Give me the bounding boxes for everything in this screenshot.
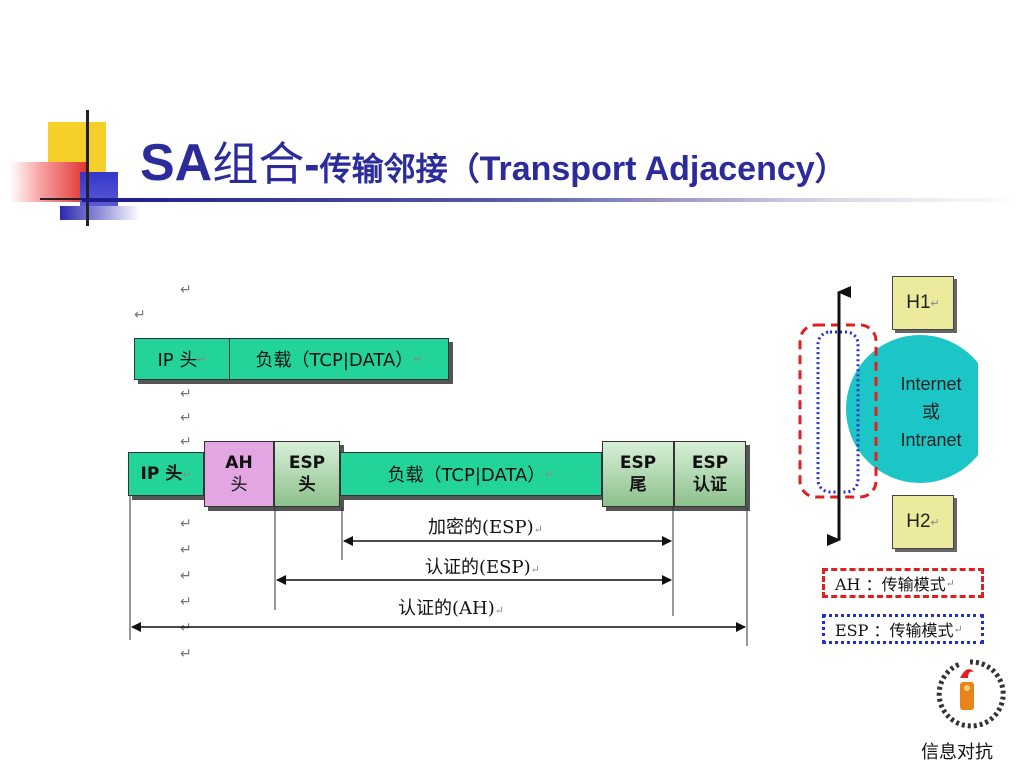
return-mark: ↵ [494,604,504,617]
range-auth-ah-label: 认证的(AH)↵ [398,598,504,619]
ah-header-line2: 头 [230,475,248,495]
return-mark: ↵ [180,542,192,558]
logo-emblem [936,659,1006,729]
logo-label: 信息对抗 [921,742,993,763]
ah-header-line1: AH [225,453,253,473]
title-english: Transport Adjacency [479,150,815,188]
title-combo: 组合 [212,137,305,191]
globe [846,335,978,483]
return-mark: ↵ [530,563,540,576]
return-mark: ↵ [953,622,963,636]
original-payload: 负载（TCP|DATA）↵ [229,338,449,380]
return-mark: ↵ [180,434,192,450]
blue-gradient-bar [60,206,140,220]
esp-header-line2: 头 [298,475,316,495]
legend-esp: ESP ：传输模式↵ [822,614,984,644]
esp-auth-line2: 认证 [693,475,727,495]
return-mark: ↵ [545,467,555,481]
range-auth-esp-label: 认证的(ESP)↵ [425,557,540,578]
original-ip-header-label: IP 头 [157,350,198,371]
ip-header-label: IP 头 [140,464,183,484]
return-mark: ↵ [533,523,543,536]
host-h2: H2↵ [892,495,954,549]
return-mark: ↵ [180,568,192,584]
return-mark: ↵ [134,307,146,323]
return-mark: ↵ [180,386,192,402]
internet-line3: Intranet [900,430,962,450]
return-mark: ↵ [182,467,192,481]
network-diagram [798,286,978,546]
ah-header: AH 头 [204,441,274,507]
esp-header: ESP 头 [274,441,340,507]
return-mark: ↵ [413,352,423,366]
esp-trailer-line1: ESP [619,453,657,473]
return-mark: ↵ [180,516,192,532]
title-underline [82,198,1022,202]
esp-auth-line1: ESP [691,453,729,473]
internet-label: Internet 或 Intranet [886,370,976,454]
title-mode: 传输邻接（ [319,150,480,188]
return-mark: ↵ [180,646,192,662]
host-h1: H1↵ [892,276,954,330]
return-mark: ↵ [180,594,192,610]
legend-ah: AH ：传输模式↵ [822,568,984,598]
internet-line2: 或 [922,402,940,422]
return-mark: ↵ [945,576,955,590]
title-close: ） [814,150,847,188]
horizontal-rule-short [40,198,100,200]
return-mark: ↵ [197,352,207,366]
vertical-rule [86,110,89,226]
range-encrypted-esp-label: 加密的(ESP)↵ [428,517,543,538]
return-mark: ↵ [930,297,940,310]
internet-line1: Internet [900,374,962,394]
return-mark: ↵ [180,410,192,426]
original-payload-label: 负载（TCP|DATA） [255,350,414,371]
return-mark: ↵ [930,516,940,529]
red-gradient-bar [10,162,88,202]
esp-trailer: ESP 尾 [602,441,674,507]
title-dash: - [304,138,320,190]
esp-trailer-line2: 尾 [629,475,647,495]
title-decoration [0,110,140,230]
protected-payload: 负载（TCP|DATA）↵ [340,452,602,496]
title-sa: SA [140,134,213,192]
ip-header: IP 头↵ [128,452,204,496]
page-title: SA组合-传输邻接（Transport Adjacency） [140,128,847,194]
original-ip-header: IP 头↵ [134,338,230,380]
protected-payload-label: 负载（TCP|DATA） [387,465,546,486]
esp-auth: ESP 认证 [674,441,746,507]
return-mark: ↵ [180,282,192,298]
esp-header-line1: ESP [288,453,326,473]
